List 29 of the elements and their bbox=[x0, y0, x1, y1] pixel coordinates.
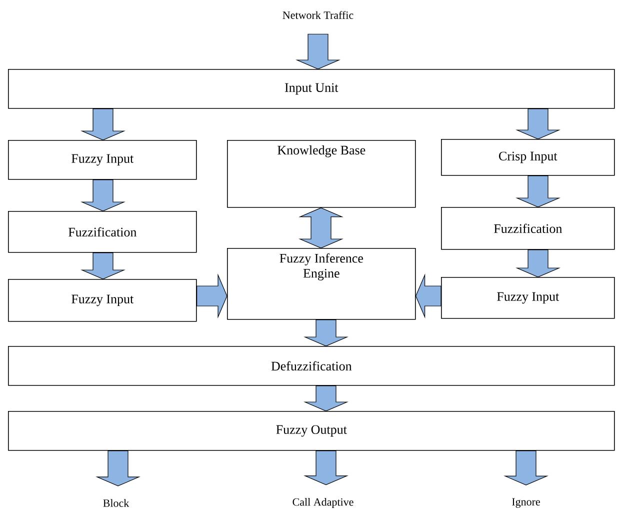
block-arrow bbox=[304, 450, 348, 486]
flow-label: Network Traffic bbox=[282, 11, 354, 19]
process-box: Input Unit bbox=[8, 69, 615, 109]
block-arrow bbox=[415, 274, 442, 318]
block-arrow bbox=[296, 34, 340, 70]
process-box: Fuzzy Output bbox=[8, 411, 615, 451]
block-arrow bbox=[80, 252, 126, 280]
block-arrow bbox=[80, 180, 126, 212]
flow-label: Call Adaptive bbox=[292, 498, 354, 508]
block-arrow bbox=[80, 108, 126, 140]
block-arrow bbox=[516, 108, 560, 140]
flow-label: Block bbox=[103, 499, 130, 507]
flow-label: Ignore bbox=[512, 498, 540, 508]
block-arrow bbox=[304, 320, 348, 346]
block-arrow bbox=[96, 450, 140, 486]
process-box: Fuzzy Input bbox=[8, 279, 197, 322]
process-box: Fuzzy Input bbox=[441, 277, 615, 319]
process-box: Fuzzy Inference Engine bbox=[227, 248, 416, 320]
process-box: Fuzzy Input bbox=[8, 140, 197, 180]
block-arrow bbox=[504, 450, 548, 486]
process-box: Fuzzification bbox=[441, 207, 615, 250]
process-box: Crisp Input bbox=[441, 139, 615, 176]
process-box: Knowledge Base bbox=[227, 140, 416, 208]
process-box: Defuzzification bbox=[8, 346, 615, 386]
block-arrow bbox=[516, 250, 560, 278]
block-arrow bbox=[196, 274, 228, 318]
block-arrow bbox=[304, 386, 348, 412]
process-box: Fuzzification bbox=[8, 211, 197, 253]
block-arrow bbox=[516, 176, 560, 208]
